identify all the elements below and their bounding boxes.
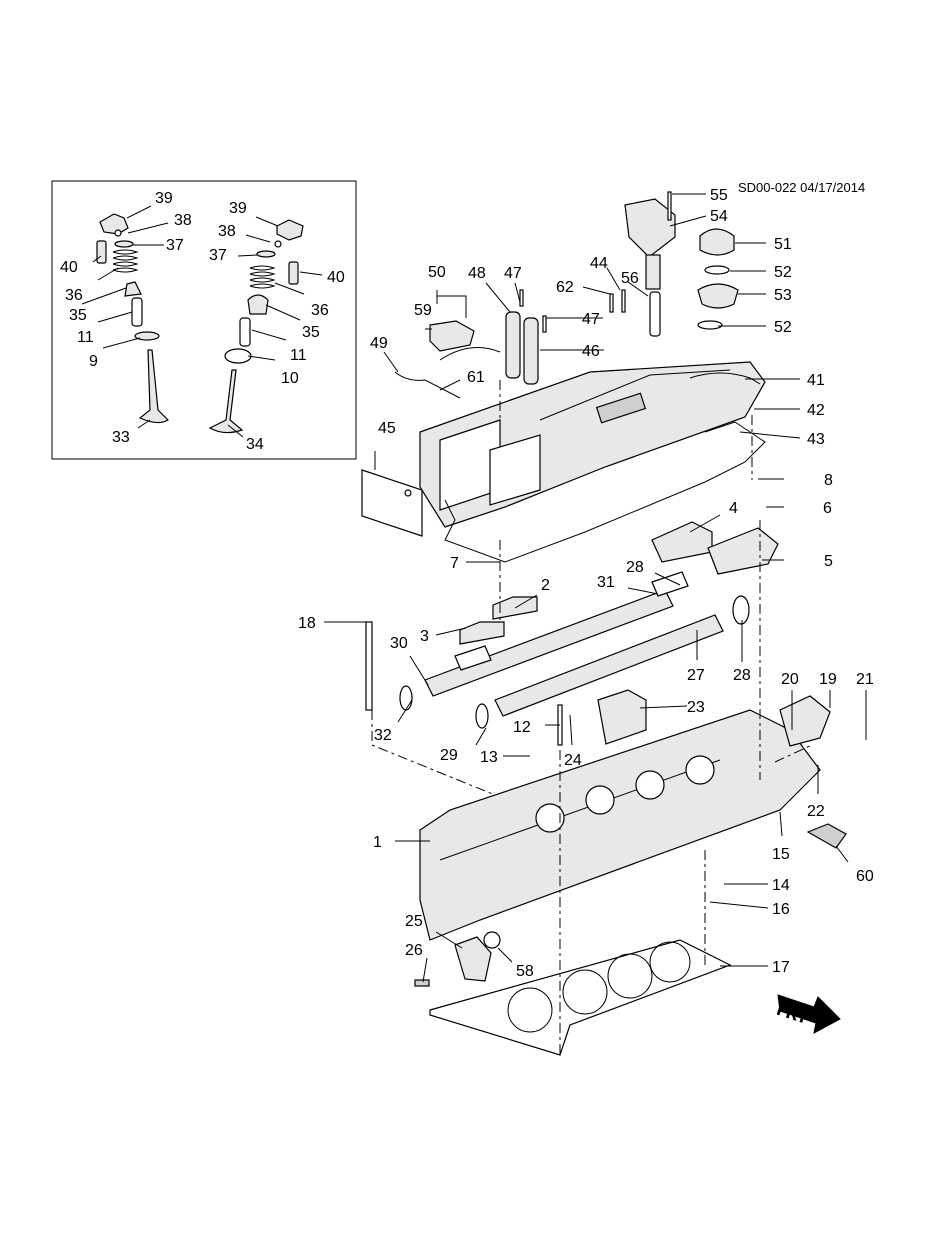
callout-15: 15	[772, 846, 790, 863]
callout-17: 17	[772, 959, 790, 976]
callout-25: 25	[405, 913, 423, 930]
callout-39-exhaust: 39	[229, 200, 247, 217]
callout-59: 59	[414, 302, 432, 319]
callout-19: 19	[819, 671, 837, 688]
callout-12: 12	[513, 719, 531, 736]
callout-numbers: 1 2 3 4 5 6 7 8 9 10 11 11 12 13 14 15 1…	[60, 187, 874, 980]
callout-50: 50	[428, 264, 446, 281]
callout-39-intake: 39	[155, 190, 173, 207]
label-plate	[361, 469, 423, 537]
callout-8: 8	[824, 472, 833, 489]
callout-43: 43	[807, 431, 825, 448]
callout-31: 31	[597, 574, 615, 591]
callout-40-intake: 40	[60, 259, 78, 276]
callout-58: 58	[516, 963, 534, 980]
callout-52-lower: 52	[774, 319, 792, 336]
callout-28-lower: 28	[733, 667, 751, 684]
upper-parts	[394, 191, 739, 399]
callout-45: 45	[378, 420, 396, 437]
callout-47-upper: 47	[504, 265, 522, 282]
callout-56: 56	[621, 270, 639, 287]
cam-cover-gasket	[444, 421, 766, 563]
callout-29: 29	[440, 747, 458, 764]
callout-47-right: 47	[582, 311, 600, 328]
callout-38-intake: 38	[174, 212, 192, 229]
alignment-lines	[371, 380, 813, 1055]
callout-21: 21	[856, 671, 874, 688]
callout-51: 51	[774, 236, 792, 253]
callout-7: 7	[450, 555, 459, 572]
callout-4: 4	[729, 500, 738, 517]
callout-32: 32	[374, 727, 392, 744]
callout-16: 16	[772, 901, 790, 918]
callout-24: 24	[564, 752, 582, 769]
callout-22: 22	[807, 803, 825, 820]
callout-46: 46	[582, 343, 600, 360]
callout-37-intake: 37	[166, 237, 184, 254]
callout-26: 26	[405, 942, 423, 959]
leader-lines	[324, 193, 867, 983]
callout-35-exhaust: 35	[302, 324, 320, 341]
callout-61: 61	[467, 369, 485, 386]
camshafts	[399, 521, 779, 729]
callout-28-upper: 28	[626, 559, 644, 576]
callout-40-exhaust: 40	[327, 269, 345, 286]
callout-41: 41	[807, 372, 825, 389]
callout-11-exhaust: 11	[290, 347, 307, 364]
callout-23: 23	[687, 699, 705, 716]
callout-36-intake: 36	[65, 287, 83, 304]
callout-55: 55	[710, 187, 728, 204]
callout-42: 42	[807, 402, 825, 419]
callout-30: 30	[390, 635, 408, 652]
callout-11-intake: 11	[77, 329, 94, 346]
callout-60: 60	[856, 868, 874, 885]
callout-52-upper: 52	[774, 264, 792, 281]
cylinder-head	[365, 621, 847, 941]
callout-5: 5	[824, 553, 833, 570]
callout-2: 2	[541, 577, 550, 594]
callout-37-exhaust: 37	[209, 247, 227, 264]
callout-6: 6	[823, 500, 832, 517]
callout-38-exhaust: 38	[218, 223, 236, 240]
callout-53: 53	[774, 287, 792, 304]
callout-35-intake: 35	[69, 307, 87, 324]
callout-44: 44	[590, 255, 608, 272]
callout-20: 20	[781, 671, 799, 688]
callout-34: 34	[246, 436, 264, 453]
callout-14: 14	[772, 877, 790, 894]
callout-1: 1	[373, 834, 382, 851]
callout-9: 9	[89, 353, 98, 370]
callout-33: 33	[112, 429, 130, 446]
valve-detail-inset	[51, 180, 357, 460]
callout-62: 62	[556, 279, 574, 296]
camshaft-cover	[419, 361, 766, 528]
reference-code: SD00-022 04/17/2014	[738, 180, 865, 195]
callout-10: 10	[281, 370, 299, 387]
front-direction-arrow: FRT	[775, 994, 841, 1034]
callout-27: 27	[687, 667, 705, 684]
callout-13: 13	[480, 749, 498, 766]
callout-3: 3	[420, 628, 429, 645]
callout-36-exhaust: 36	[311, 302, 329, 319]
callout-54: 54	[710, 208, 728, 225]
callout-18: 18	[298, 615, 316, 632]
callout-48: 48	[468, 265, 486, 282]
callout-49: 49	[370, 335, 388, 352]
head-gasket	[414, 931, 732, 1056]
